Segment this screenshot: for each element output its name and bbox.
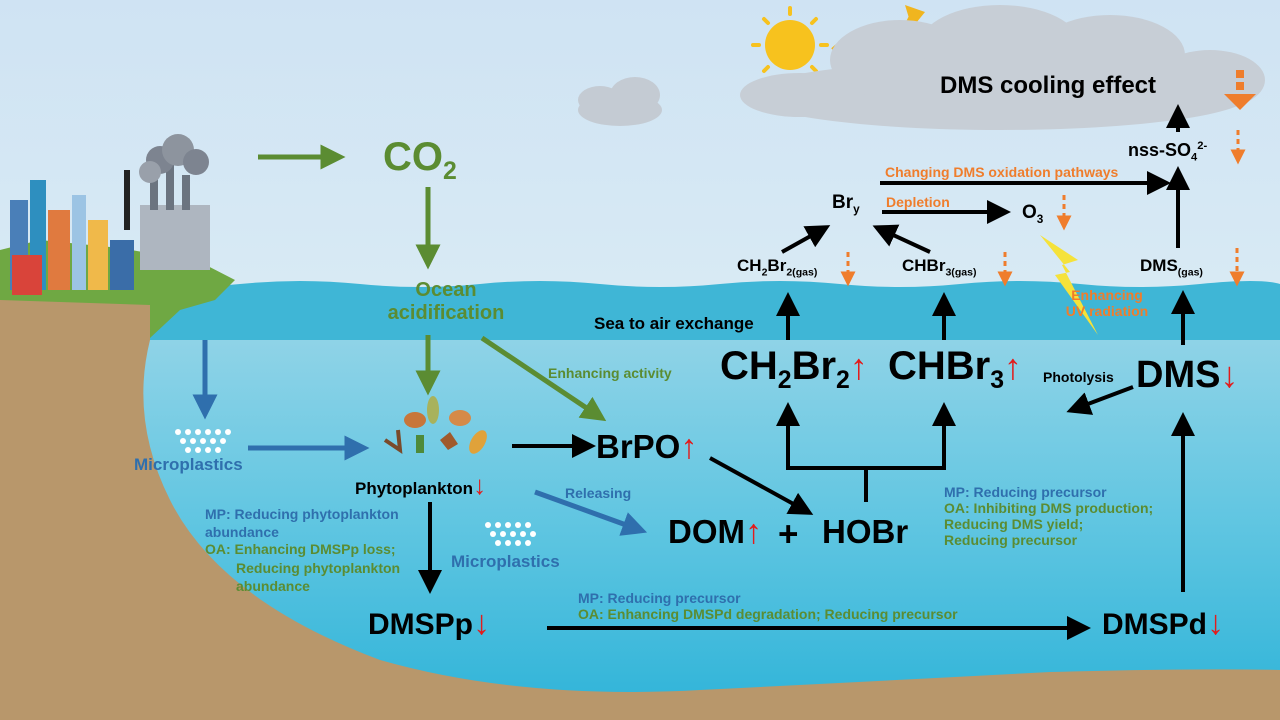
oa-dms-note-2: Reducing DMS yield; xyxy=(944,516,1084,532)
uv-radiation-label: Enhancing UV radiation xyxy=(1065,287,1149,319)
plus-sign: + xyxy=(778,515,799,554)
cooling-down-arrow-icon xyxy=(1224,70,1256,110)
orange-dashed-arrows xyxy=(840,130,1246,287)
enhancing-activity-label: Enhancing activity xyxy=(548,365,672,381)
phytoplankton-icon xyxy=(383,396,487,455)
oa-dms-note-3: Reducing precursor xyxy=(944,532,1078,548)
sea-to-air-label: Sea to air exchange xyxy=(594,314,754,333)
black-arrows xyxy=(418,104,1195,640)
seabed-soil xyxy=(0,340,1280,720)
ch2br2-label: CH2Br2↑ xyxy=(720,344,868,394)
ocean-acidification-label: Ocean acidification xyxy=(387,279,505,324)
dmspp-label: DMSPp↓ xyxy=(368,604,490,642)
oa-phytoplankton-note-2: Reducing phytoplankton abundance xyxy=(236,560,401,594)
bry-label: Bry xyxy=(832,192,860,216)
large-cloud-icon xyxy=(740,5,1265,130)
mp-dmspd-note: MP: Reducing precursor xyxy=(578,590,741,606)
nss-so4-label: nss-SO42- xyxy=(1128,140,1208,164)
uv-bolt-icon xyxy=(1040,235,1098,335)
oa-phytoplankton-note-1: OA: Enhancing DMSPp loss; xyxy=(205,541,396,557)
o3-label: O3 xyxy=(1022,202,1044,226)
oa-dms-note-1: OA: Inhibiting DMS production; xyxy=(944,500,1154,516)
green-arrows xyxy=(258,144,607,422)
sun-icon xyxy=(751,6,829,84)
chbr3-label: CHBr3↑ xyxy=(888,344,1023,394)
microplastics-dots-1 xyxy=(175,429,231,453)
dmspd-label: DMSPd↓ xyxy=(1102,604,1224,642)
microplastics-dots-2 xyxy=(485,522,536,546)
cloud-icon xyxy=(578,77,662,126)
blue-arrows xyxy=(192,340,648,536)
mp-dms-note: MP: Reducing precursor xyxy=(944,484,1107,500)
releasing-label: Releasing xyxy=(565,485,632,501)
phytoplankton-label: Phytoplankton↓ xyxy=(355,470,487,500)
photolysis-label: Photolysis xyxy=(1043,369,1114,385)
dms-gas-label: DMS(gas) xyxy=(1140,256,1203,279)
ch2br2-gas-label: CH2Br2(gas) xyxy=(737,256,818,279)
oxidation-pathways-label: Changing DMS oxidation pathways xyxy=(885,164,1119,180)
sea-surface xyxy=(0,280,1280,345)
dms-label: DMS↓ xyxy=(1136,354,1239,396)
city-icon xyxy=(10,134,210,295)
dms-cooling-effect-label: DMS cooling effect xyxy=(940,72,1157,99)
co2-label: CO2 xyxy=(383,135,457,185)
hobr-label: HOBr xyxy=(822,513,909,550)
microplastics-label-2: Microplastics xyxy=(451,552,560,571)
oa-dmspd-note: OA: Enhancing DMSPd degradation; Reducin… xyxy=(578,606,958,622)
brpo-label: BrPO↑ xyxy=(596,428,698,466)
depletion-label: Depletion xyxy=(886,194,950,210)
mp-phytoplankton-note: MP: Reducing phytoplankton abundance xyxy=(205,506,399,540)
microplastics-label-1: Microplastics xyxy=(134,455,243,474)
chbr3-gas-label: CHBr3(gas) xyxy=(902,256,977,279)
dom-label: DOM↑ xyxy=(668,513,762,551)
